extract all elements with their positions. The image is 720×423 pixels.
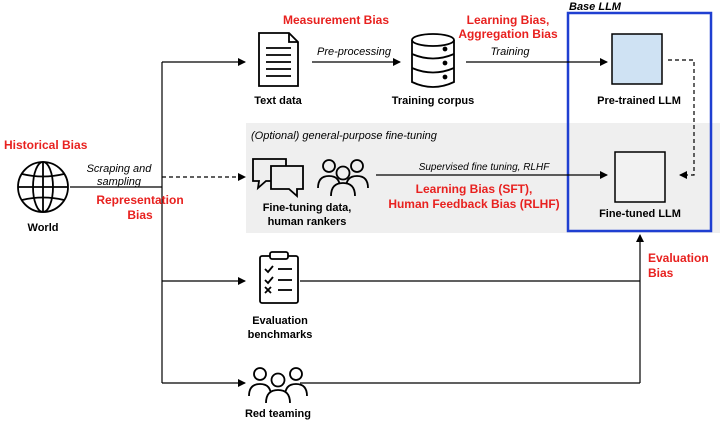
- world-label: World: [28, 222, 59, 234]
- learning-bias-label-1: Learning Bias,: [467, 13, 550, 27]
- supervised-ft-label: Supervised fine tuning, RLHF: [419, 162, 551, 173]
- base-llm-title: Base LLM: [569, 1, 622, 13]
- measurement-bias-label: Measurement Bias: [283, 13, 389, 27]
- finetuned-llm-square: [614, 151, 666, 203]
- training-label: Training: [491, 46, 531, 58]
- globe-icon: [17, 161, 69, 213]
- finetuning-data-label-1: Fine-tuning data,: [263, 202, 352, 214]
- base-llm-box: [566, 11, 713, 233]
- clipboard-checklist-icon: [259, 251, 299, 304]
- finetuning-data-label-2: human rankers: [268, 216, 347, 228]
- evaluation-bias-label-2: Bias: [648, 266, 674, 280]
- chat-bubbles-icon: [252, 158, 304, 198]
- people-icon: [317, 159, 369, 197]
- human-feedback-bias-label: Human Feedback Bias (RLHF): [388, 197, 559, 211]
- learning-bias-sft-label: Learning Bias (SFT),: [416, 182, 533, 196]
- evaluation-bias-label-1: Evaluation: [648, 251, 709, 265]
- optional-ft-label: (Optional) general-purpose fine-tuning: [251, 130, 438, 142]
- representation-bias-label-2: Bias: [127, 208, 153, 222]
- database-icon: [411, 33, 455, 88]
- document-icon: [258, 32, 299, 87]
- pretrained-llm-label: Pre-trained LLM: [597, 95, 681, 107]
- connectors: [70, 58, 695, 387]
- eval-bench-label-1: Evaluation: [252, 315, 308, 327]
- representation-bias-label-1: Representation: [96, 193, 183, 207]
- learning-bias-label-2: Aggregation Bias: [458, 27, 558, 41]
- scraping-label-1: Scraping and: [87, 163, 153, 175]
- historical-bias-label: Historical Bias: [4, 138, 88, 152]
- eval-bench-label-2: benchmarks: [248, 329, 313, 341]
- red-team-people-icon: [248, 367, 308, 404]
- scraping-label-2: sampling: [97, 176, 142, 188]
- pretrained-llm-square: [611, 33, 663, 85]
- preprocessing-label: Pre-processing: [317, 46, 392, 58]
- text-data-label: Text data: [254, 95, 302, 107]
- finetuned-llm-label: Fine-tuned LLM: [599, 208, 681, 220]
- red-teaming-label: Red teaming: [245, 408, 311, 420]
- training-corpus-label: Training corpus: [392, 95, 475, 107]
